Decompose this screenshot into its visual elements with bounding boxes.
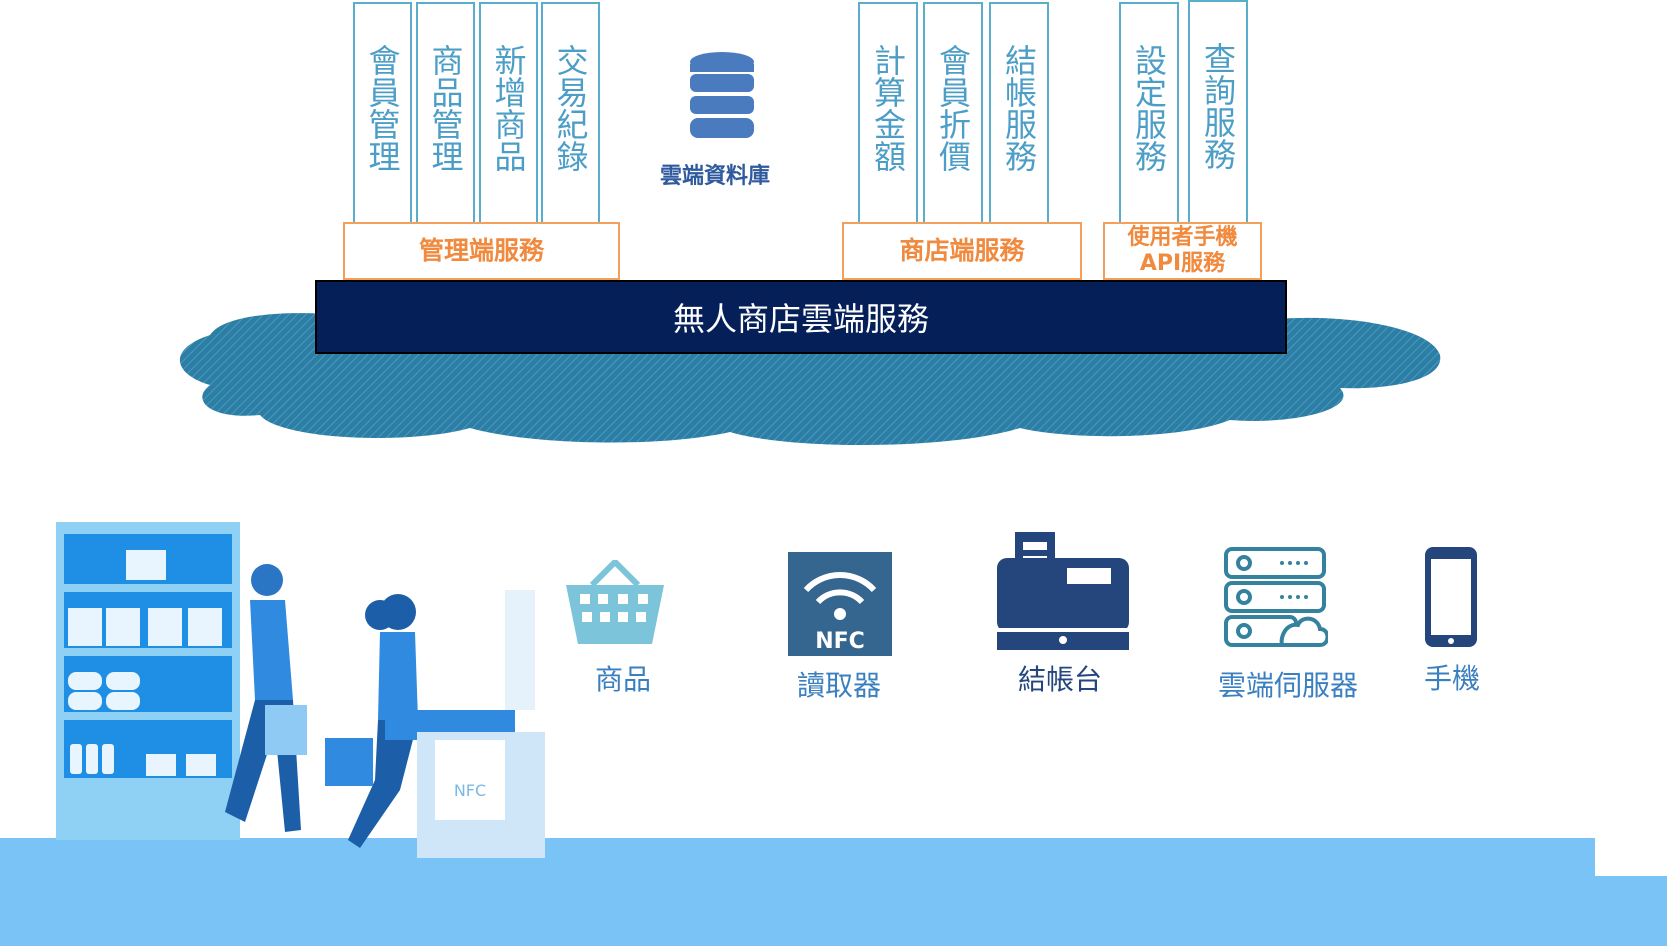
database-label: 雲端資料庫 [660, 164, 771, 189]
device-label-phone: 手機 [1424, 662, 1481, 695]
device-label-checkout: 結帳台 [1018, 663, 1103, 696]
module-checkout-service: 結帳服務 [989, 2, 1049, 224]
store-service-group: 商店端服務 [842, 222, 1082, 280]
device-label-reader: 讀取器 [797, 669, 882, 702]
nfc-reader-text: NFC [815, 629, 865, 654]
module-product-management: 商品管理 [416, 2, 475, 224]
woman-shopper-illustration [325, 594, 418, 848]
shopping-basket-icon [566, 560, 664, 644]
module-query-service: 查詢服務 [1188, 0, 1248, 224]
mobile-phone-icon [1425, 547, 1477, 647]
module-add-product: 新增商品 [479, 2, 538, 224]
shoppers-illustration [225, 564, 395, 832]
kiosk-nfc-label: NFC [454, 781, 486, 800]
database-icon [690, 52, 754, 138]
device-label-product: 商品 [595, 663, 652, 696]
module-calculate-amount: 計算金額 [858, 2, 918, 224]
store-shelf-illustration [56, 522, 240, 840]
module-member-management: 會員管理 [353, 2, 412, 224]
nfc-kiosk-illustration: NFC [385, 590, 545, 858]
cash-register-icon [997, 532, 1129, 650]
cloud-server-icon [1224, 547, 1328, 647]
ground-floor [0, 838, 1595, 946]
ground-floor-right [1595, 876, 1667, 946]
admin-service-group: 管理端服務 [343, 222, 620, 280]
nfc-reader-icon: NFC [788, 552, 892, 656]
device-label-cloud-server: 雲端伺服器 [1218, 669, 1359, 702]
module-member-discount: 會員折價 [923, 2, 983, 224]
module-transaction-records: 交易紀錄 [541, 2, 600, 224]
module-settings-service: 設定服務 [1119, 2, 1179, 224]
cloud-service-banner: 無人商店雲端服務 [315, 280, 1287, 354]
